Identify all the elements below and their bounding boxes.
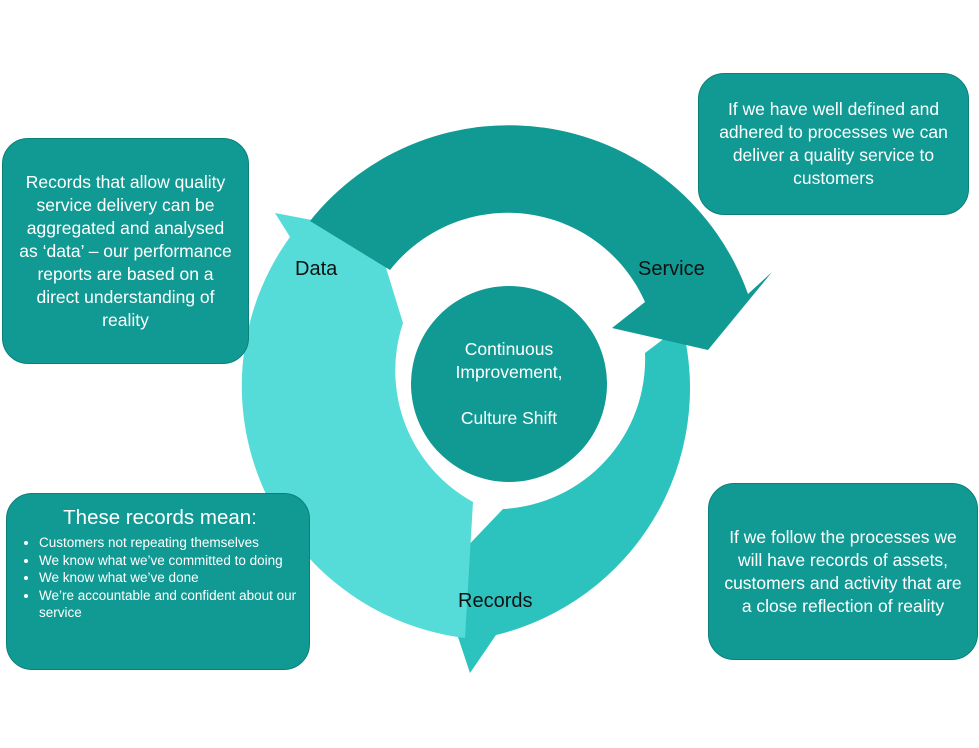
records-meaning-title: These records mean:: [63, 506, 257, 529]
center-line-3: Culture Shift: [460, 408, 558, 428]
cycle-label-data: Data: [295, 258, 338, 280]
list-item: We know what we’ve done: [39, 569, 299, 587]
service-callout-text: If we have well defined and adhered to p…: [719, 99, 948, 188]
cycle-label-service: Service: [638, 258, 705, 280]
data-to-service-arrow: [310, 125, 772, 350]
center-line-1: Continuous: [464, 339, 554, 359]
data-callout-text: Records that allow quality service deliv…: [19, 171, 232, 330]
center-circle: [411, 286, 607, 482]
records-meaning-list: Customers not repeating themselves We kn…: [21, 534, 299, 622]
records-meaning-box: These records mean: Customers not repeat…: [6, 493, 310, 670]
list-item: We know what we’ve committed to doing: [39, 552, 299, 570]
cycle-label-records: Records: [458, 590, 533, 612]
records-callout-box: If we follow the processes we will have …: [708, 483, 978, 660]
service-callout-box: If we have well defined and adhered to p…: [698, 73, 969, 215]
list-item: Customers not repeating themselves: [39, 534, 299, 552]
records-callout-text: If we follow the processes we will have …: [724, 526, 962, 616]
data-callout-box: Records that allow quality service deliv…: [2, 138, 249, 364]
service-to-records-arrow: [438, 325, 690, 673]
list-item: We’re accountable and confident about ou…: [39, 587, 299, 622]
center-line-2: Improvement,: [455, 362, 563, 382]
center-text: Continuous Improvement, Culture Shift: [411, 286, 607, 482]
